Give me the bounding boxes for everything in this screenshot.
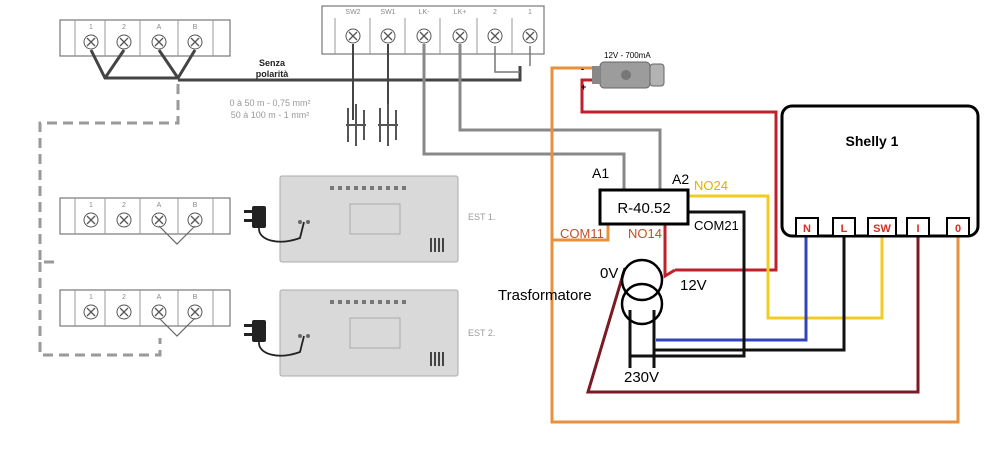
relay-no24-label: NO24 — [694, 178, 728, 193]
screw-icon — [116, 212, 132, 228]
screw-icon — [116, 304, 132, 320]
screw-icon — [487, 28, 503, 44]
shelly-terminal-label: N — [803, 223, 811, 235]
shelly-terminal-sw: SW — [867, 217, 897, 237]
screw-icon — [187, 304, 203, 320]
terminal-label: SW1 — [380, 9, 395, 16]
shelly-terminal-label: 0 — [955, 223, 961, 235]
polarity-note-line1: Senza — [259, 58, 286, 68]
terminal-label: LK+ — [454, 9, 467, 16]
shelly-device — [780, 104, 980, 238]
terminal-label: B — [193, 24, 198, 31]
relay-com21-label: COM21 — [694, 218, 739, 233]
wire-black — [628, 210, 746, 358]
est1-panel — [279, 175, 459, 263]
terminal-label: A — [157, 202, 162, 209]
terminal-label: LK- — [419, 9, 431, 16]
wire-blue — [656, 232, 808, 342]
relay-box — [598, 188, 690, 226]
terminal-label: 2 — [493, 9, 497, 16]
screw-icon — [380, 28, 396, 44]
relay-a1-label: A1 — [592, 165, 609, 181]
power-adapter-est1 — [244, 206, 305, 243]
screw-icon — [416, 28, 432, 44]
screw-icon — [83, 212, 99, 228]
push-button-icon — [346, 104, 398, 146]
wire-black-l — [652, 232, 846, 352]
screw-icon — [116, 34, 132, 50]
shelly-terminal-label: SW — [873, 223, 891, 235]
relay-com11-label: COM11 — [560, 226, 604, 241]
polarity-note-line2: polarità — [256, 69, 290, 79]
terminal-block-est2: 1 2 A B — [59, 289, 231, 337]
transformer-label: Trasformatore — [498, 287, 592, 304]
shelly-terminal-o: 0 — [946, 217, 970, 237]
screw-icon — [151, 212, 167, 228]
relay-model: R-40.52 — [617, 200, 670, 217]
terminal-label: 2 — [122, 202, 126, 209]
terminal-label: 1 — [89, 294, 93, 301]
transformer-0v: 0V — [600, 265, 618, 282]
transformer-12v: 12V — [680, 277, 707, 294]
wire-darkred — [585, 232, 920, 394]
lock-actuator-icon — [592, 61, 665, 89]
screw-icon — [187, 212, 203, 228]
shelly-terminal-n: N — [795, 217, 819, 237]
wire-yellow — [688, 194, 884, 320]
bus-wires-upper — [494, 46, 531, 73]
wire-red-relay — [663, 214, 676, 279]
est2-panel — [279, 289, 459, 377]
screw-icon — [151, 304, 167, 320]
terminal-label: B — [193, 202, 198, 209]
screw-icon — [522, 28, 538, 44]
switch-wires — [352, 44, 389, 120]
relay-no14-label: NO14 — [628, 226, 662, 241]
screw-icon — [83, 304, 99, 320]
wire-red — [580, 78, 778, 272]
terminal-label: 1 — [528, 9, 532, 16]
lock-signal-wires — [422, 44, 662, 190]
shelly-terminal-label: I — [916, 223, 919, 235]
est2-label: EST 2. — [468, 328, 495, 338]
screw-icon — [187, 34, 203, 50]
shelly-terminal-i: I — [906, 217, 930, 237]
lock-spec: 12V - 700mA — [604, 51, 651, 60]
terminal-label: 2 — [122, 24, 126, 31]
shelly-title: Shelly 1 — [846, 133, 899, 149]
relay-a2-label: A2 — [672, 171, 689, 187]
screw-icon — [452, 28, 468, 44]
wire-orange — [550, 66, 960, 424]
cable-spec-line2: 50 à 100 m - 1 mm² — [231, 110, 310, 120]
lock-plus-label: + — [581, 82, 586, 92]
terminal-label: SW2 — [345, 9, 360, 16]
terminal-label: 2 — [122, 294, 126, 301]
terminal-label: A — [157, 24, 162, 31]
shelly-terminal-l: L — [832, 217, 856, 237]
terminal-block-est1: 1 2 A B — [59, 197, 231, 245]
bus-wires — [89, 49, 522, 82]
wire-black-230 — [628, 350, 656, 368]
transformer-230v: 230V — [624, 369, 659, 386]
screw-icon — [83, 34, 99, 50]
terminal-label: 1 — [89, 202, 93, 209]
terminal-label: A — [157, 294, 162, 301]
terminal-label: B — [193, 294, 198, 301]
terminal-block-lock: SW2 SW1 LK- LK+ 2 1 — [321, 5, 545, 55]
power-adapter-est2 — [244, 320, 305, 357]
transformer-icon — [620, 258, 664, 326]
lock-minus-label: - — [581, 64, 584, 74]
screw-icon — [345, 28, 361, 44]
est1-label: EST 1. — [468, 212, 495, 222]
terminal-label: 1 — [89, 24, 93, 31]
cable-spec-line1: 0 à 50 m - 0,75 mm² — [229, 98, 310, 108]
shelly-terminal-label: L — [841, 223, 848, 235]
bus-dashed-line — [38, 84, 180, 357]
screw-icon — [151, 34, 167, 50]
terminal-block-main: 1 2 A B — [59, 19, 231, 57]
